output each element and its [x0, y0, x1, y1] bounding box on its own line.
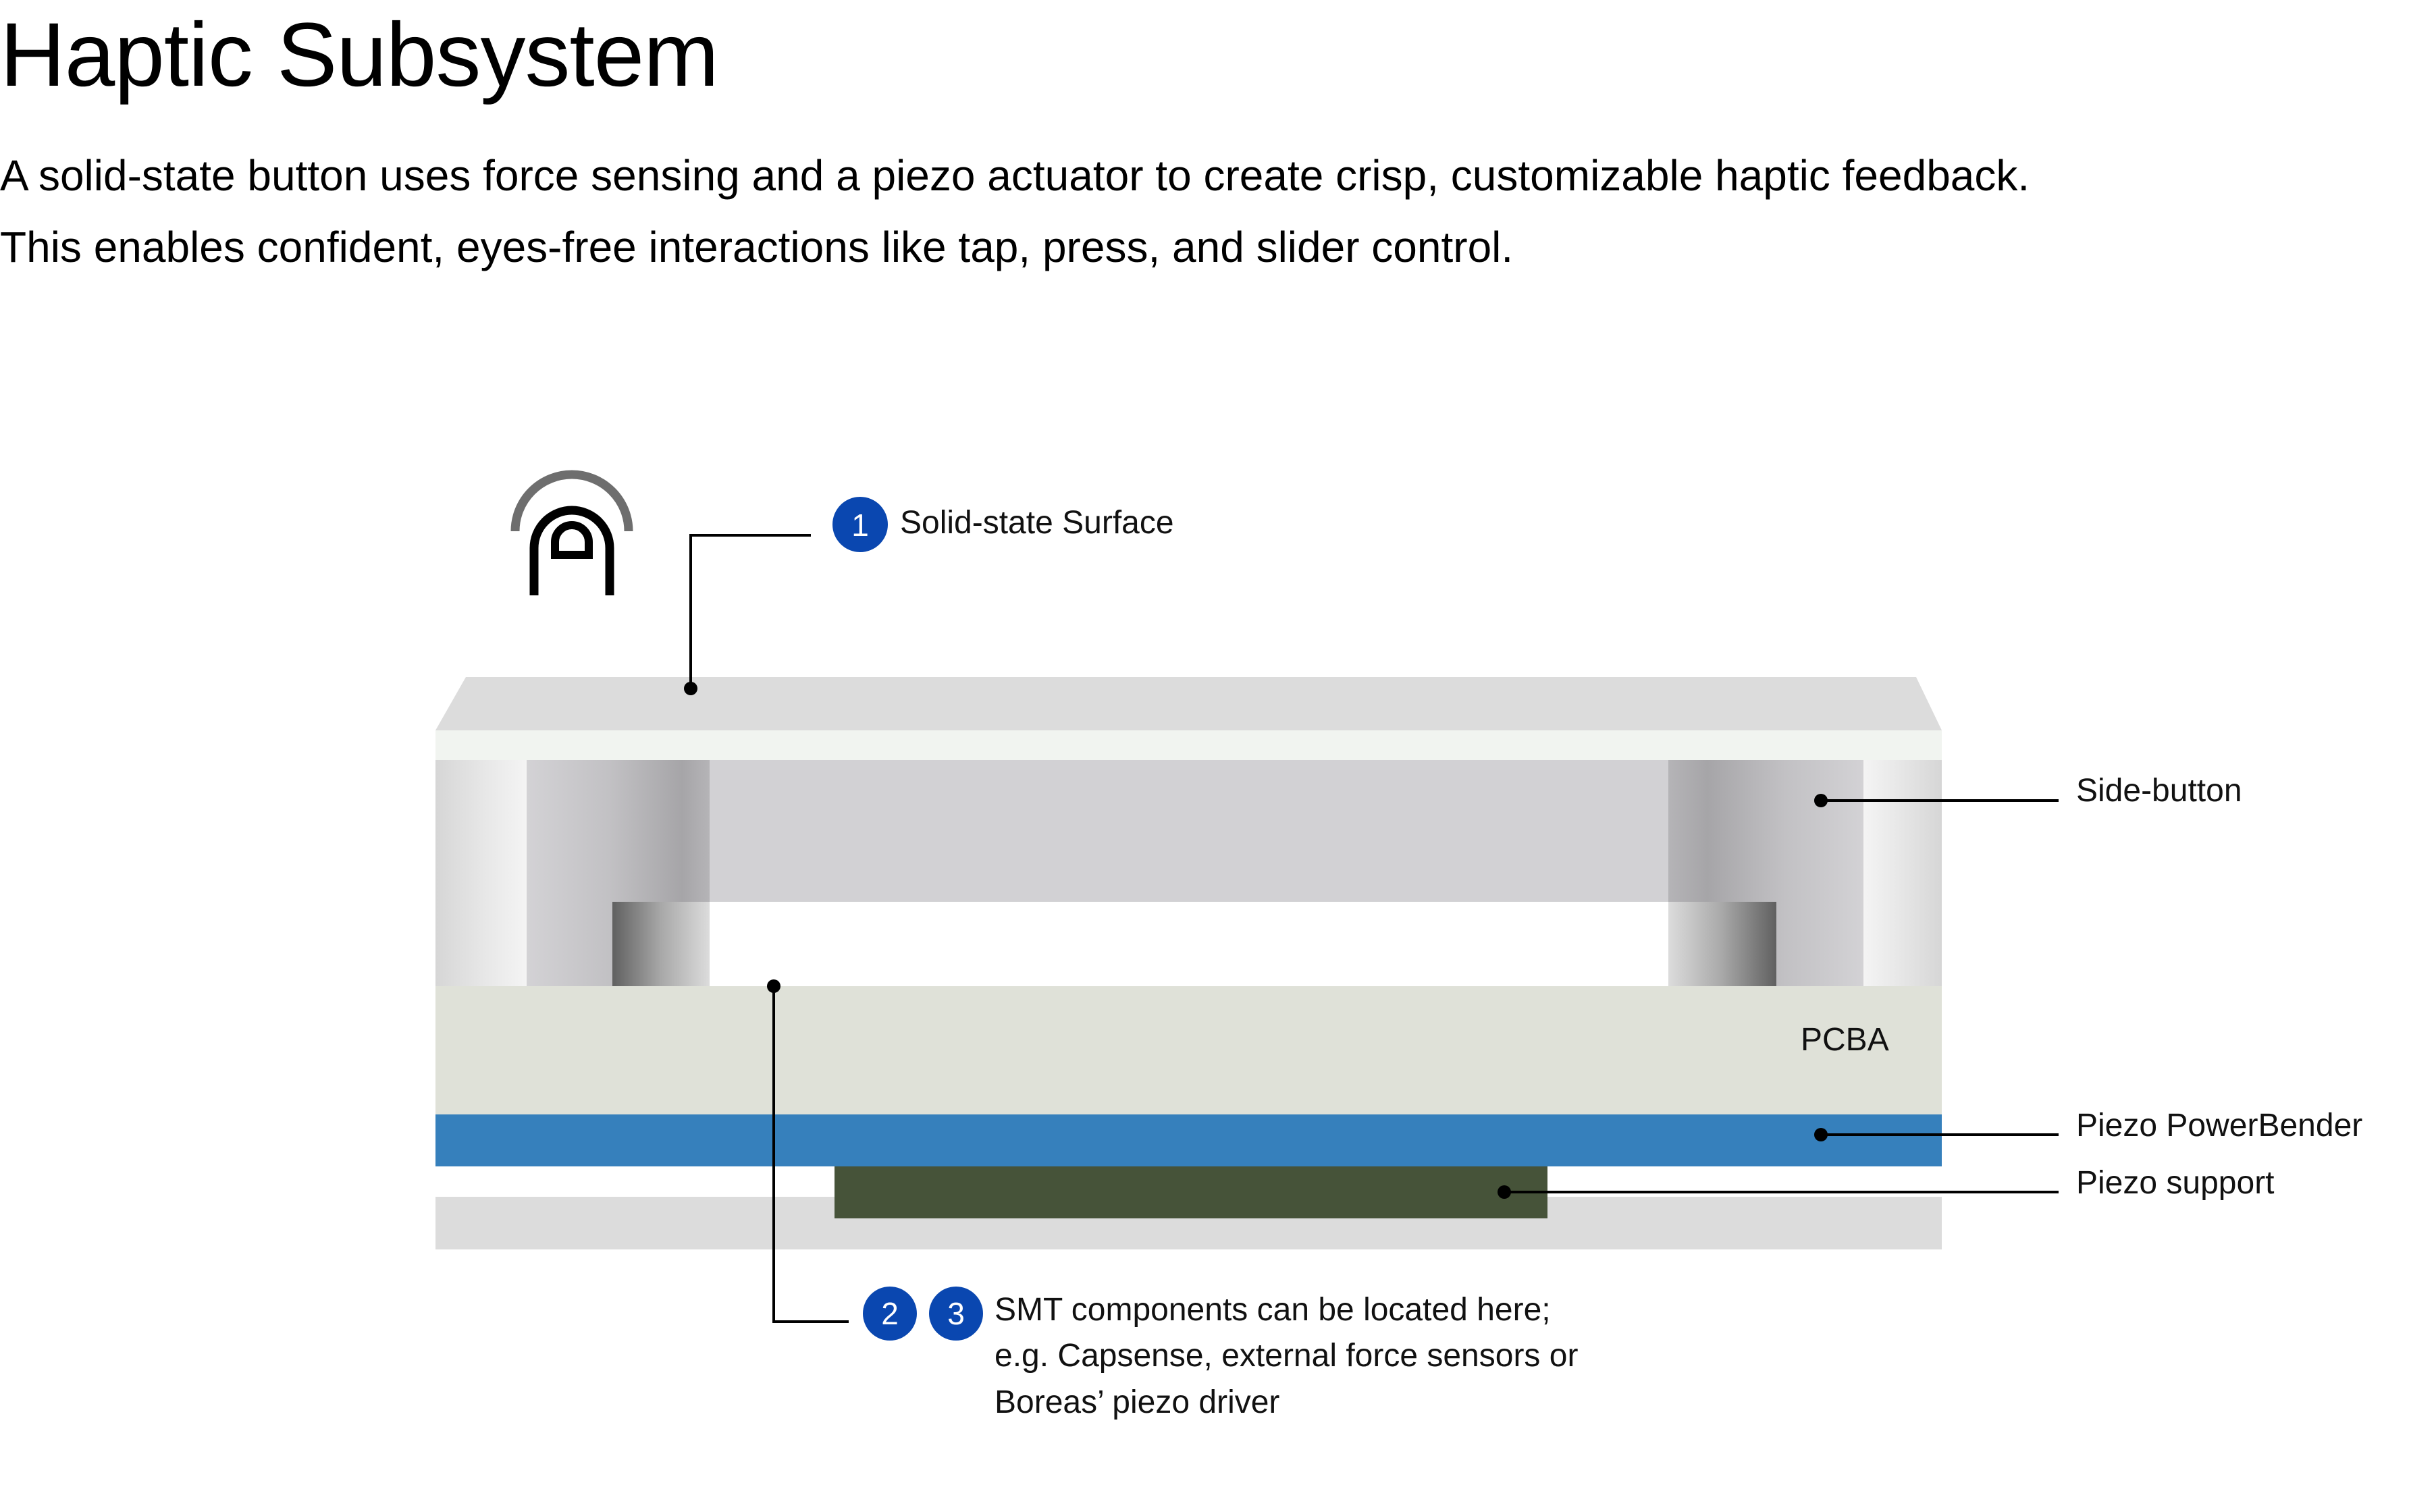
layer-stack	[435, 677, 1942, 1249]
label-pcba: PCBA	[1801, 1022, 1889, 1058]
side-wall-left	[435, 760, 527, 986]
label-piezo-support: Piezo support	[2076, 1165, 2275, 1201]
post-foot-left	[612, 902, 710, 986]
badge-3	[929, 1287, 983, 1341]
badge-3-number: 3	[947, 1296, 965, 1331]
post-foot-right	[1668, 902, 1776, 986]
leader-side-button-dot	[1814, 794, 1828, 807]
badge-1	[832, 497, 888, 552]
frame-middle	[710, 760, 1668, 902]
leader-lines	[684, 534, 2059, 1323]
badge-2-number: 2	[881, 1296, 899, 1331]
surface-edge	[435, 730, 1942, 760]
solid-state-surface	[435, 677, 1942, 730]
leader-smt	[772, 986, 849, 1323]
leader-surface	[689, 534, 811, 688]
finger-touch-icon	[510, 470, 633, 595]
callout-smt: 2 3 SMT components can be located here; …	[863, 1287, 1578, 1420]
label-smt-line-3: Boreas’ piezo driver	[995, 1384, 1279, 1420]
label-side-button: Side-button	[2076, 773, 2242, 809]
label-piezo-powerbender: Piezo PowerBender	[2076, 1108, 2362, 1143]
badge-2	[863, 1287, 917, 1341]
leader-powerbender-dot	[1814, 1128, 1828, 1141]
label-smt-line-1: SMT components can be located here;	[995, 1292, 1551, 1328]
pcba-layer	[435, 986, 1942, 1114]
piezo-powerbender-layer	[435, 1114, 1942, 1166]
page-title: Haptic Subsystem	[0, 5, 719, 105]
label-smt-line-2: e.g. Capsense, external force sensors or	[995, 1338, 1578, 1374]
intro-line-2: This enables confident, eyes-free intera…	[0, 223, 1514, 271]
leader-support-dot	[1498, 1185, 1511, 1199]
leader-surface-dot	[684, 682, 697, 695]
intro-line-1: A solid-state button uses force sensing …	[0, 151, 2030, 200]
piezo-support-layer	[835, 1166, 1547, 1218]
label-solid-state-surface: Solid-state Surface	[900, 505, 1174, 541]
badge-1-number: 1	[851, 508, 869, 543]
side-wall-right	[1863, 760, 1942, 986]
callout-surface: 1 Solid-state Surface	[832, 497, 1174, 552]
leader-smt-dot	[767, 979, 780, 993]
